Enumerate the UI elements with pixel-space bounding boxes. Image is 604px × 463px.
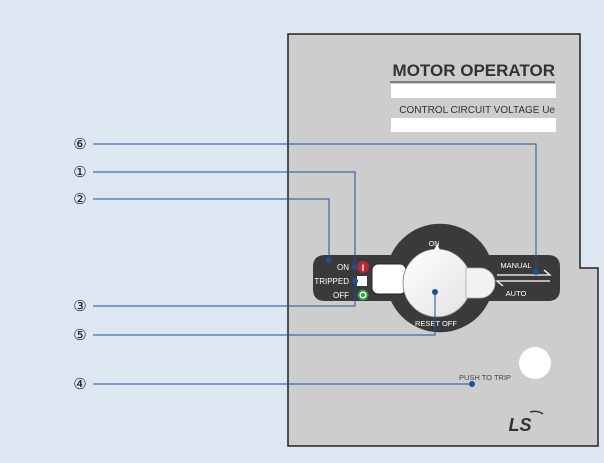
- callout-2: ②: [73, 191, 86, 208]
- off-indicator-ring: [359, 291, 367, 299]
- auto-arrow-icon: [495, 280, 550, 287]
- leader-line-6: [93, 143, 537, 272]
- leader-line-2: [93, 198, 330, 260]
- ls-logo-swoosh: [529, 410, 544, 415]
- knob-on-label: ON: [429, 241, 440, 248]
- auto-mode-label: AUTO: [506, 289, 527, 298]
- leader-dot-5: [432, 289, 438, 295]
- rating-plate-blank: [391, 84, 556, 98]
- control-voltage-label: CONTROL CIRCUIT VOLTAGE Ue: [399, 105, 555, 116]
- on-indicator-icon: [357, 261, 369, 273]
- tripped-indicator-icon: [357, 276, 367, 286]
- leader-dot-3: [352, 278, 358, 284]
- rotary-knob[interactable]: [402, 248, 472, 318]
- tripped-status-label: TRIPPED: [314, 277, 349, 286]
- leader-dot-1: [352, 264, 358, 270]
- operating-handle-window[interactable]: [371, 263, 407, 295]
- leader-dot-6: [533, 269, 539, 275]
- callout-3: ③: [73, 298, 86, 315]
- voltage-plate-blank: [391, 118, 556, 132]
- leader-dot-4: [469, 381, 475, 387]
- off-indicator-icon: [357, 289, 369, 301]
- callout-4: ④: [73, 376, 86, 393]
- leader-line-1: [93, 171, 356, 267]
- push-to-trip-button[interactable]: [519, 347, 551, 379]
- leader-dot-2: [326, 257, 332, 263]
- knob-reset-off-label: RESET OFF: [415, 319, 457, 328]
- knob-pointer-icon: [434, 244, 440, 250]
- callout-5: ⑤: [73, 327, 86, 344]
- knob-grip: [465, 267, 496, 299]
- manual-arrow-icon: [497, 269, 552, 276]
- on-status-label: ON: [337, 263, 349, 272]
- on-indicator-symbol: I: [362, 263, 365, 273]
- callout-6: ⑥: [73, 136, 86, 153]
- leader-line-3: [93, 281, 356, 307]
- ls-logo: LS: [508, 415, 531, 435]
- panel-title: MOTOR OPERATOR: [393, 61, 555, 80]
- leader-line-5: [93, 292, 436, 336]
- off-status-label: OFF: [333, 291, 349, 300]
- manual-mode-label: MANUAL: [500, 261, 531, 270]
- callout-1: ①: [73, 164, 86, 181]
- push-to-trip-label: PUSH TO TRIP: [459, 373, 511, 382]
